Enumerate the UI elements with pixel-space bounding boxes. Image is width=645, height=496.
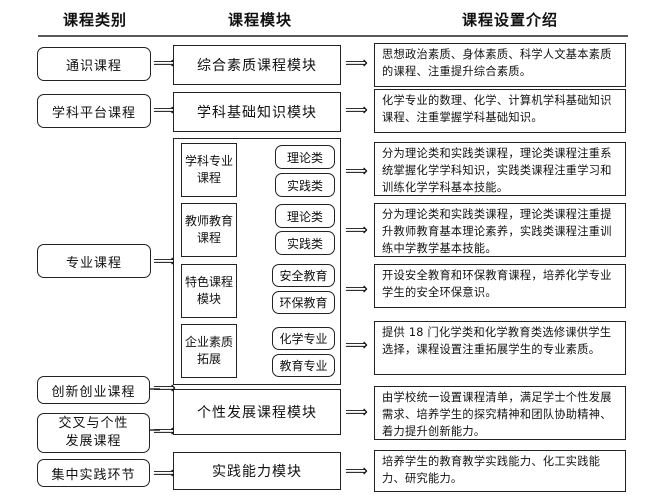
module-platform: 学科基础知识模块	[173, 92, 341, 132]
arrow-right-icon: ⟹	[345, 220, 368, 239]
major-group-1: 学科专业课程	[181, 143, 237, 197]
desc-practice: 培养学生的教育教学实践能力、化工实践能力、研究能力。	[374, 450, 626, 492]
arrow-right-icon: ⟹	[345, 279, 368, 298]
arrow-right-icon: ⟹	[153, 463, 176, 482]
category-practice: 集中实践环节	[37, 459, 150, 487]
arrow-right-icon: ⟹	[153, 421, 176, 440]
major-group-2-leaf-1: 理论类	[275, 204, 335, 228]
major-group-3-leaf-2: 环保教育	[272, 291, 335, 314]
category-general: 通识课程	[37, 47, 151, 81]
arrow-right-icon: ⟹	[153, 251, 176, 270]
major-group-2-leaf-2: 实践类	[275, 231, 335, 255]
arrow-right-icon: ⟹	[345, 461, 368, 480]
module-general: 综合素质课程模块	[173, 45, 341, 85]
desc-general: 思想政治素质、身体素质、科学人文基本素质的课程、注重提升综合素质。	[374, 43, 626, 87]
major-group-4-leaf-2: 教育专业	[272, 354, 335, 377]
major-group-4-leaf-1: 化学专业	[272, 327, 335, 350]
arrow-right-icon: ⟹	[153, 100, 176, 119]
desc-major-3: 开设安全教育和环保教育课程，培养化学专业学生的安全环保意识。	[374, 264, 626, 308]
arrow-right-icon: ⟹	[345, 161, 368, 180]
arrow-right-icon: ⟹	[345, 402, 368, 421]
major-group-2: 教师教育课程	[181, 203, 237, 257]
desc-major-2: 分为理论类和实践类课程，理论类课程注重提升教师教育基本理论素养，实践类课程注重训…	[374, 203, 626, 257]
arrow-right-icon: ⟹	[345, 335, 368, 354]
arrow-right-icon: ⟹	[345, 100, 368, 119]
desc-personal: 由学校统一设置课程清单，满足学士个性发展需求、培养学生的探究精神和团队协助精神、…	[374, 386, 626, 440]
desc-major-4: 提供 18 门化学类和化学教育类选修课供学生选择，课程设置注重拓展学生的专业素质…	[374, 321, 626, 375]
arrow-right-icon: ⟹	[153, 378, 176, 397]
major-group-3: 特色课程模块	[181, 264, 237, 318]
category-cross: 交叉与个性发展课程	[37, 413, 150, 453]
desc-platform: 化学专业的数理、化学、计算机学科基础知识课程、注重掌握学科基础知识。	[374, 89, 626, 133]
module-practice: 实践能力模块	[173, 452, 341, 490]
category-innovation: 创新创业课程	[37, 376, 150, 404]
category-platform: 学科平台课程	[37, 94, 151, 128]
header-intro: 课程设置介绍	[461, 10, 558, 29]
arrow-right-icon: ⟹	[345, 53, 368, 72]
arrow-right-icon: ⟹	[153, 53, 176, 72]
desc-major-1: 分为理论类和实践类课程，理论类课程注重系统掌握化学学科知识，实践类课程注重学习和…	[374, 142, 626, 196]
major-group-3-leaf-1: 安全教育	[272, 264, 335, 287]
header-module: 课程模块	[227, 10, 292, 29]
header-category: 课程类别	[62, 10, 127, 29]
major-group-4: 企业素质拓展	[181, 324, 237, 378]
major-group-1-leaf-2: 实践类	[275, 173, 335, 197]
module-personal: 个性发展课程模块	[173, 389, 341, 435]
category-major: 专业课程	[37, 244, 151, 278]
major-group-1-leaf-1: 理论类	[275, 145, 335, 169]
